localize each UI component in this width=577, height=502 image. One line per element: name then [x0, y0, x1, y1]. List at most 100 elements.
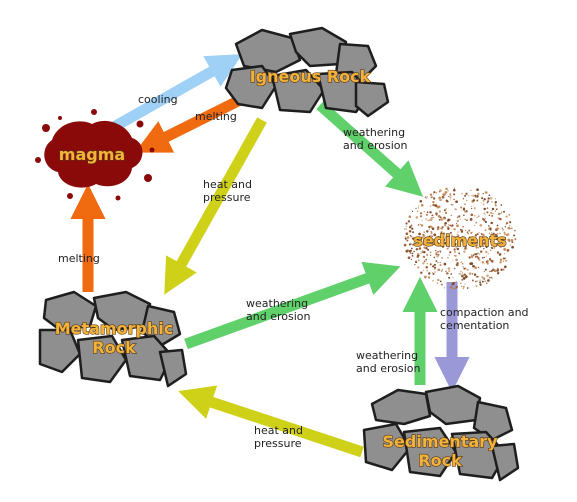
sediment-particle	[486, 207, 489, 209]
sediment-particle	[426, 230, 429, 233]
sediment-particle	[456, 216, 459, 218]
sediment-particle	[430, 232, 433, 235]
sediment-particle	[411, 252, 414, 255]
sediment-particle	[482, 242, 486, 245]
node-sedimentary-label-1: Sedimentary	[383, 432, 499, 451]
sediment-particle	[489, 227, 491, 229]
sediment-particle	[462, 277, 466, 280]
sediment-particle	[432, 235, 434, 237]
arrow-heat-sedimentary	[178, 385, 364, 458]
sediment-particle	[433, 243, 435, 246]
sediment-particle	[420, 240, 423, 242]
sediment-particle	[491, 207, 495, 211]
sediment-particle	[428, 272, 431, 275]
sediment-particle	[487, 225, 490, 227]
sediment-particle	[480, 232, 483, 236]
sediment-particle	[462, 287, 465, 290]
sediment-particle	[453, 242, 457, 246]
sediment-particle	[453, 188, 456, 192]
sediment-particle	[490, 259, 494, 263]
metamorphic-rock-pile-icon	[38, 290, 188, 388]
sediment-particle	[419, 199, 423, 203]
sediment-particle	[453, 267, 456, 270]
sediment-particle	[464, 194, 467, 197]
sediment-particle	[426, 196, 428, 198]
sediment-particle	[464, 218, 466, 221]
sediment-particle	[458, 215, 461, 218]
sediment-particle	[437, 262, 439, 264]
sediment-particle	[413, 237, 415, 240]
sediment-particle	[479, 246, 481, 248]
sediment-particle	[486, 274, 489, 278]
sediment-particle	[450, 235, 453, 237]
sediment-particle	[483, 198, 486, 201]
sediment-particle	[494, 201, 497, 204]
sediment-particle	[494, 203, 497, 205]
sediment-particle	[448, 276, 451, 279]
sediment-particle	[419, 223, 422, 226]
sediment-particle	[441, 237, 443, 239]
sediment-particle	[461, 275, 464, 278]
sediment-particle	[484, 191, 486, 193]
sediment-particle	[471, 244, 475, 247]
sediment-particle	[452, 276, 454, 278]
sediment-particle	[457, 231, 459, 233]
sediment-particle	[463, 250, 466, 253]
sediment-particle	[468, 194, 470, 197]
sediment-particle	[464, 236, 467, 239]
sediment-particle	[435, 243, 439, 246]
sediment-particle	[483, 239, 486, 242]
node-igneous-label: Igneous Rock	[250, 67, 371, 86]
sediment-particle	[422, 243, 425, 246]
sediment-particle	[472, 231, 474, 233]
edge-label-heat-sedimentary-1: heat and	[254, 424, 303, 437]
sediment-particle	[453, 187, 456, 189]
sediment-particle	[458, 252, 460, 255]
sediment-particle	[458, 273, 460, 275]
sediment-particle	[430, 234, 433, 238]
sediment-particle	[472, 195, 474, 198]
sediment-particle	[466, 268, 469, 271]
sediment-particle	[412, 231, 415, 234]
sediment-particle	[472, 254, 475, 256]
sediment-particle	[501, 227, 504, 230]
sediment-particle	[469, 262, 472, 265]
sediment-particle	[456, 235, 459, 239]
node-magma-label: magma	[59, 145, 125, 164]
sediment-particle	[465, 244, 467, 247]
sediment-particle	[430, 196, 432, 199]
sediment-particle	[432, 279, 434, 282]
sediment-particle	[461, 241, 465, 245]
sediment-particle	[484, 280, 486, 282]
sediment-particle	[485, 250, 488, 254]
sediment-particle	[483, 247, 485, 250]
sediment-particle	[411, 254, 414, 257]
sediment-particle	[477, 192, 480, 196]
sediment-particle	[460, 270, 462, 273]
sediment-particle	[450, 214, 453, 217]
sediment-particle	[440, 283, 443, 286]
sediment-particle	[437, 250, 439, 253]
sediment-particle	[453, 239, 456, 242]
sediment-particle	[438, 196, 442, 200]
sediment-particle	[426, 262, 428, 265]
sediment-particle	[471, 194, 473, 197]
sediment-particle	[442, 193, 445, 196]
sediment-particle	[502, 244, 506, 248]
sediment-particle	[423, 250, 426, 254]
sediment-particle	[422, 235, 425, 238]
sediment-particle	[471, 273, 474, 275]
sediment-particle	[472, 264, 475, 268]
sediment-particle	[439, 189, 442, 192]
sediment-particle	[425, 218, 427, 220]
sediment-particle	[474, 253, 478, 256]
sediment-particle	[481, 196, 483, 198]
sediment-particle	[442, 226, 444, 229]
sediment-particle	[429, 239, 431, 241]
sediment-particle	[434, 249, 437, 252]
sediment-particle	[472, 279, 474, 282]
sediment-particle	[446, 247, 449, 250]
sediment-particle	[470, 189, 472, 191]
sediment-particle	[481, 276, 483, 278]
sediment-particle	[474, 239, 476, 241]
